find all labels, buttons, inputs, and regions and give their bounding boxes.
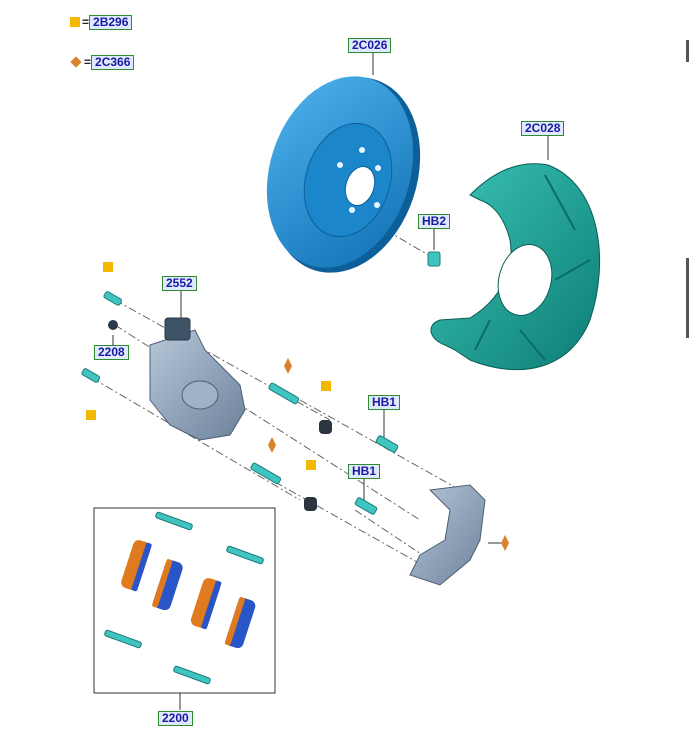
legend-row-square: = 2B296: [70, 14, 133, 30]
bushings: [304, 420, 332, 511]
callout-disc: 2C026: [348, 38, 392, 53]
legend-equals: =: [84, 55, 92, 69]
legend-equals: =: [82, 15, 90, 29]
caliper-carrier: [409, 484, 486, 586]
callout-caliper: 2552: [162, 276, 197, 291]
assembly-lines: [91, 221, 461, 576]
bolts: [81, 291, 399, 515]
callout-bleeder: 2208: [94, 345, 129, 360]
bleeder-screw: [108, 320, 118, 330]
splash-shield: [430, 163, 601, 371]
square-markers: [86, 262, 331, 470]
leader-lines: [112, 53, 549, 710]
hb2-bolt: [427, 251, 441, 267]
square-icon: [70, 17, 80, 27]
legend-label-diamond: 2C366: [91, 54, 135, 70]
pad-clips: [104, 511, 264, 685]
callout-hb1-upper: HB1: [368, 395, 401, 410]
brake-caliper: [149, 317, 246, 441]
legend-row-diamond: = 2C366: [70, 54, 135, 70]
pad-kit-frame: [93, 507, 276, 694]
callout-hb1-lower: HB1: [348, 464, 381, 479]
edge-fragment: [686, 40, 689, 62]
diamond-icon: [70, 56, 82, 68]
callout-shield: 2C028: [521, 121, 565, 136]
legend-label-square: 2B296: [89, 14, 133, 30]
callout-pad-kit: 2200: [158, 711, 193, 726]
callout-hb2: HB2: [418, 214, 451, 229]
brake-disc: [266, 76, 421, 273]
edge-fragment: [686, 258, 689, 338]
diamond-markers: [268, 358, 509, 551]
brake-pads: [121, 540, 256, 649]
